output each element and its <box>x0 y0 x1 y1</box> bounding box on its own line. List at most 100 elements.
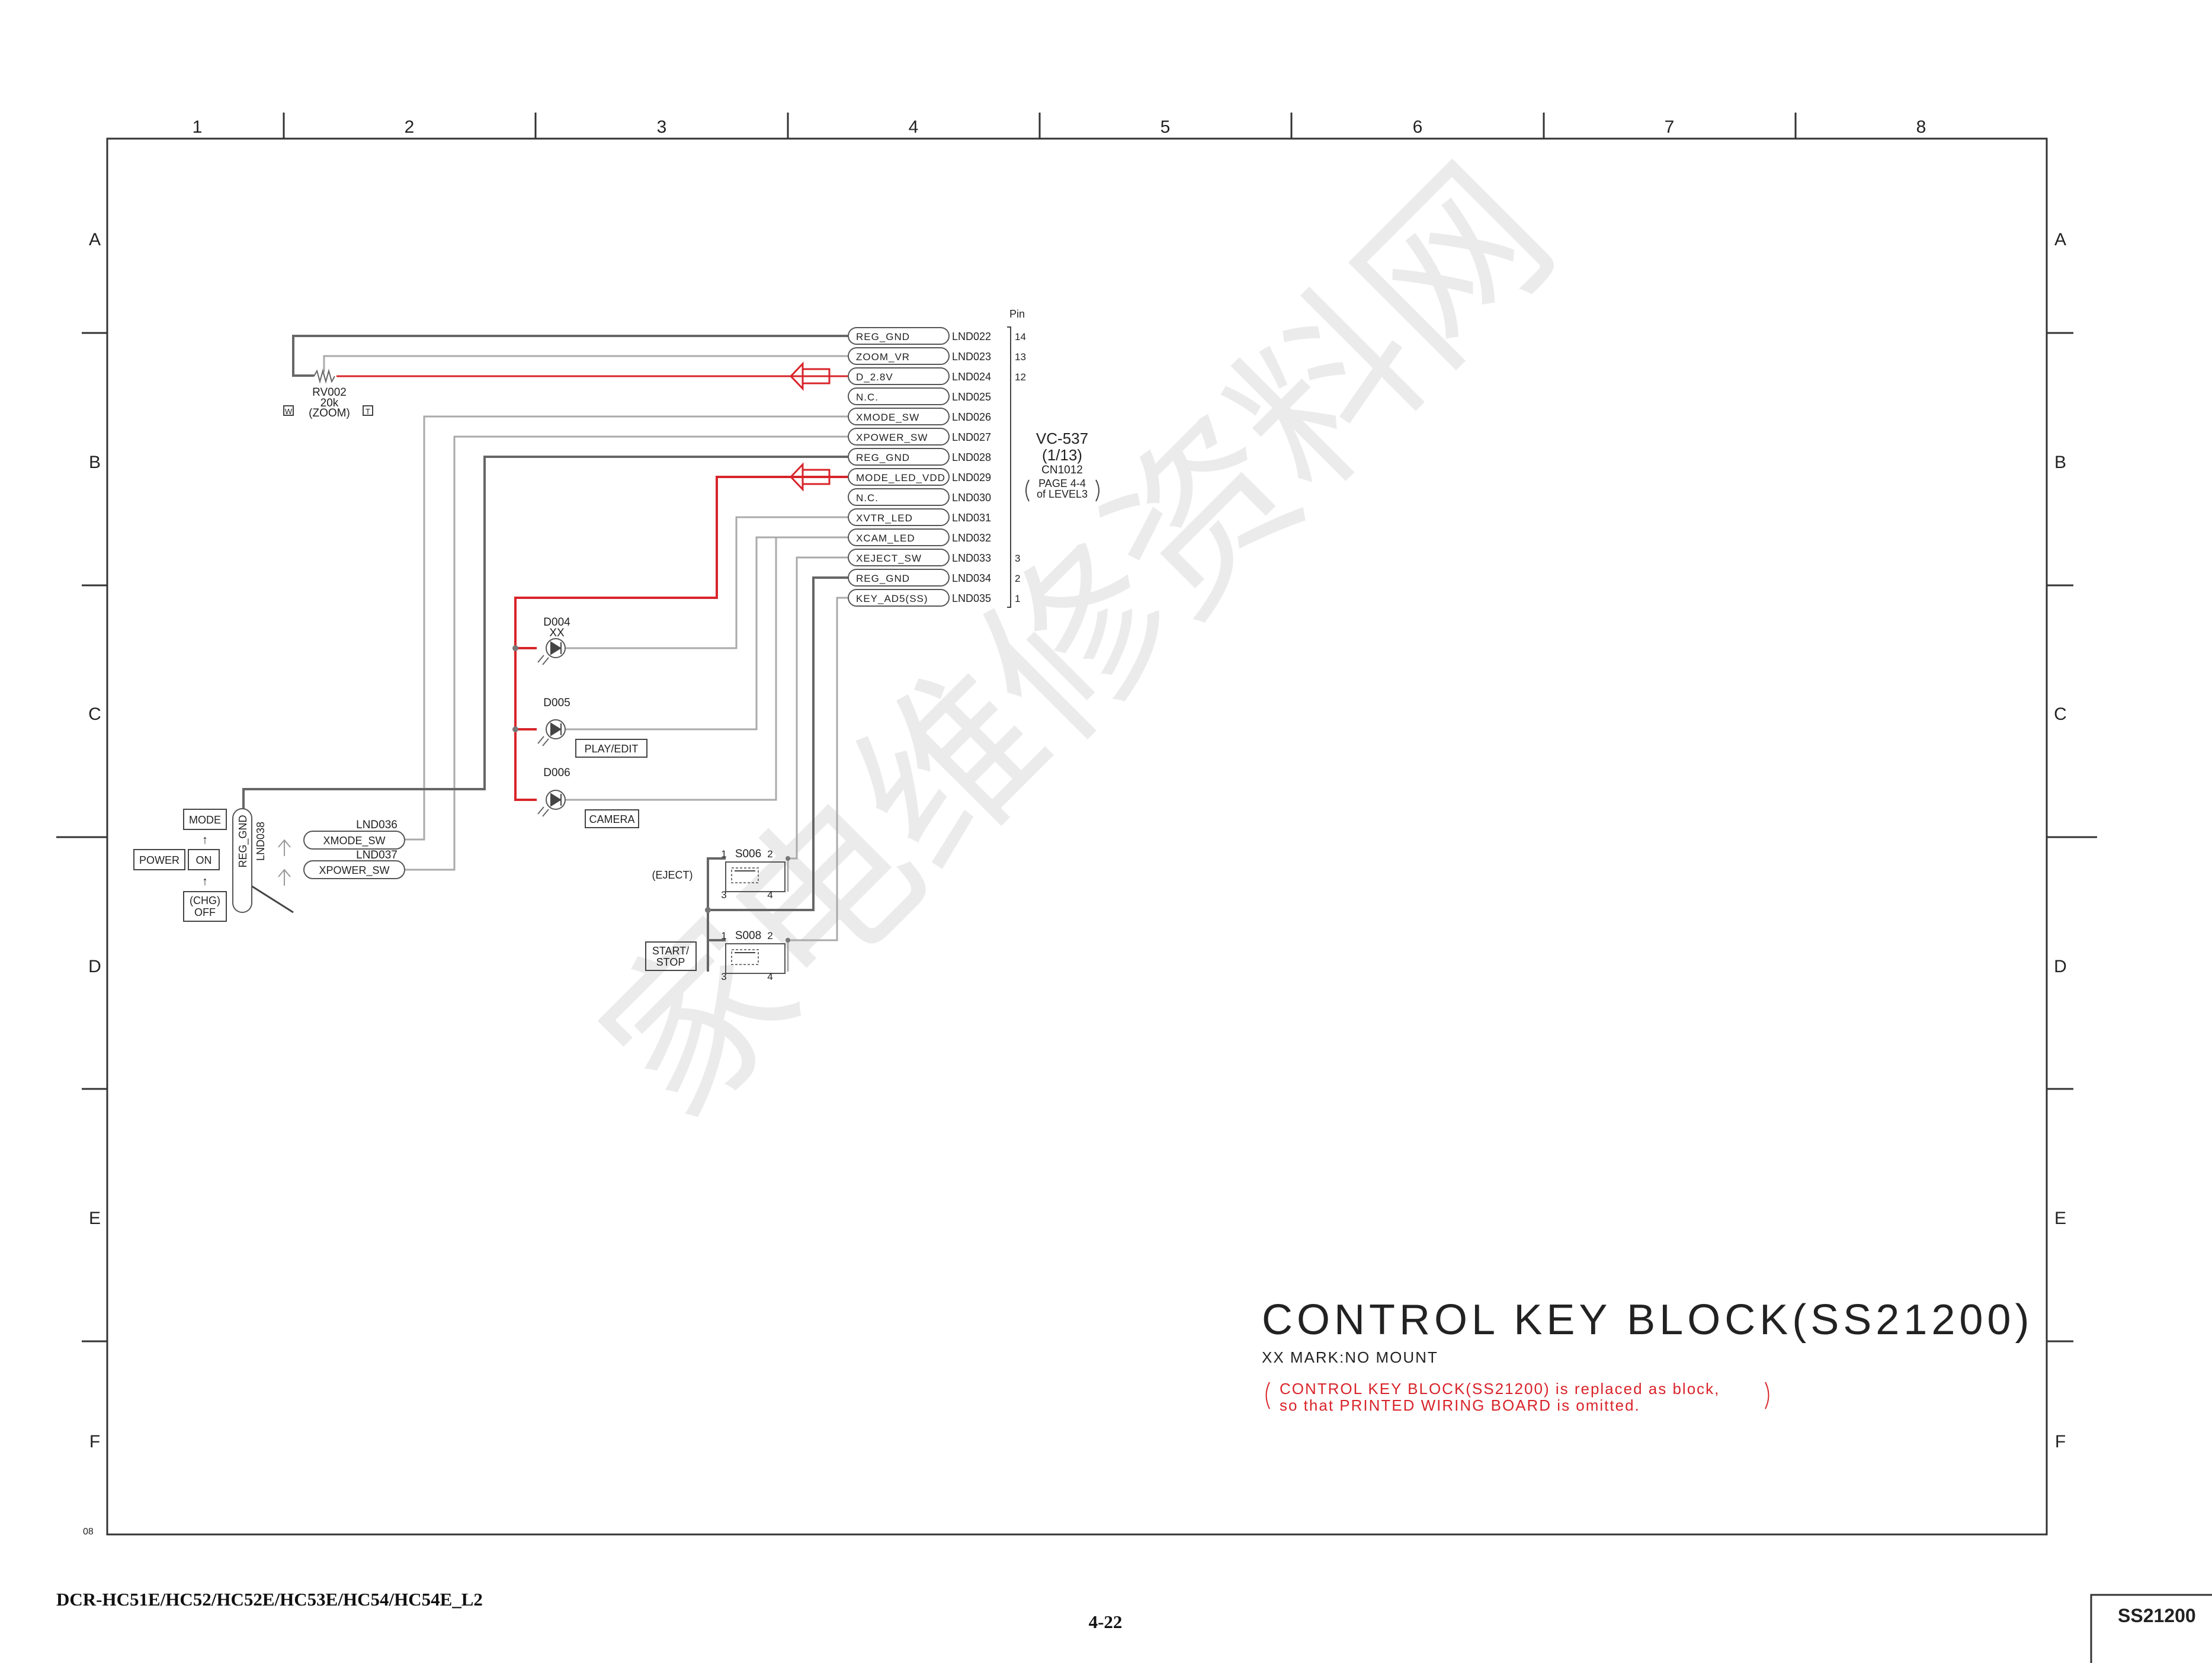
row-label: D <box>88 957 101 976</box>
mode-label: MODE <box>189 814 221 826</box>
power-label: POWER <box>139 854 179 866</box>
footer-code: SS21200 <box>2118 1605 2196 1626</box>
switch-ref: S008 <box>735 930 761 942</box>
connector-pin-land: LND028 <box>952 451 991 463</box>
row-ticks <box>56 332 2097 1342</box>
on-label: ON <box>196 854 212 866</box>
switch-ref: S006 <box>735 848 761 860</box>
switch-label: START/ <box>652 945 689 957</box>
wire-xcam-led-2 <box>566 536 848 801</box>
junction-dots <box>512 645 790 943</box>
led-label: CAMERA <box>589 813 634 825</box>
switch-pin: 1 <box>721 930 726 941</box>
connector-pin-signal: XEJECT_SW <box>856 553 922 564</box>
connector-pin-pill <box>848 589 950 607</box>
wire-reg-gnd-low <box>707 576 848 972</box>
connector-page-paren-l <box>1025 479 1030 502</box>
up-arrow-icon: ↑ <box>202 834 208 847</box>
led-note: XX <box>549 627 565 639</box>
connector-pin-land: LND032 <box>952 532 991 544</box>
col-label: 8 <box>1916 117 1926 137</box>
col-label: 5 <box>1161 117 1171 137</box>
led-ref: D004 <box>543 616 570 629</box>
title-note-2: so that PRINTED WIRING BOARD is omitted. <box>1280 1396 1640 1414</box>
red-arrows <box>789 361 831 492</box>
row-label: B <box>2054 453 2066 472</box>
col-label: 4 <box>909 117 919 137</box>
wire-xcam-led <box>566 536 848 730</box>
rv002-label: (ZOOM) <box>309 407 350 419</box>
connector-pin-signal: KEY_AD5(SS) <box>856 593 928 604</box>
row-label: F <box>2055 1432 2066 1451</box>
row-label: C <box>2054 704 2067 724</box>
led-d004: D004 XX <box>537 616 570 665</box>
connector-pin-number: 13 <box>1015 351 1026 363</box>
row-labels: A B C D E F A B C D E F <box>88 230 2067 1451</box>
rv002-resistor: RV002 20k W (ZOOM) T <box>283 369 373 419</box>
connector-pin-number: 2 <box>1015 573 1020 584</box>
connector-pin-pill <box>848 569 950 587</box>
xmode-sw-label: XMODE_SW <box>323 835 385 847</box>
page-title: CONTROL KEY BLOCK(SS21200) <box>1262 1296 2033 1344</box>
col-label: 2 <box>405 117 415 137</box>
connector-pin-signal: REG_GND <box>856 331 910 342</box>
connector-sheet: (1/13) <box>1042 446 1082 464</box>
row-label: D <box>2054 957 2067 976</box>
lnd037-label: LND037 <box>356 849 397 861</box>
column-ticks <box>283 113 1797 139</box>
connector-pin-number: 12 <box>1015 371 1026 383</box>
rv002-w-terminal: W <box>285 407 293 416</box>
wire-zoom-vr <box>323 355 848 372</box>
switch-pin: 2 <box>767 848 772 860</box>
led-d006: D006 CAMERA <box>537 767 639 828</box>
connector-pin-pill <box>848 468 950 486</box>
connector-bracket <box>1007 326 1011 608</box>
connector-pin-land: LND024 <box>952 371 991 383</box>
rv002-ref: RV002 <box>312 386 347 399</box>
connector-pin-signal: REG_GND <box>856 573 910 584</box>
wire-reg-gnd-mid <box>242 456 848 812</box>
connector-board: VC-537 <box>1036 430 1088 447</box>
switch-s006: (EJECT) 1 S006 2 3 4 <box>652 848 786 901</box>
connector-page2: of LEVEL3 <box>1037 488 1088 500</box>
connector-pin-land: LND033 <box>952 552 991 564</box>
connector-ref: CN1012 <box>1041 464 1083 476</box>
connector-pin-pill <box>848 549 950 566</box>
col-label: 3 <box>657 117 667 137</box>
connector-pin-land: LND026 <box>952 411 991 423</box>
connector-pin-number: 3 <box>1015 553 1020 564</box>
switch-label: STOP <box>656 956 685 968</box>
connector-pin-land: LND035 <box>952 592 991 604</box>
wire-mode-led-vdd <box>514 476 848 801</box>
switch-pin: 4 <box>767 889 772 901</box>
switch-label: (EJECT) <box>652 869 693 881</box>
connector-pin-signal: XVTR_LED <box>856 512 913 524</box>
rv002-value: 20k <box>320 397 339 409</box>
wire-xeject-sw <box>788 556 848 860</box>
lnd038-label: LND038 <box>255 822 267 861</box>
col-label: 7 <box>1665 117 1675 137</box>
connector-pin-signal: REG_GND <box>856 452 910 463</box>
title-block: CONTROL KEY BLOCK(SS21200) XX MARK:NO MO… <box>1262 1296 2033 1414</box>
col-label: 6 <box>1413 117 1423 137</box>
row-label: A <box>2054 230 2066 249</box>
connector-pin-land: LND030 <box>952 492 991 504</box>
off-label: OFF <box>194 906 216 918</box>
col-label: 1 <box>193 117 203 137</box>
rv002-t-terminal: T <box>366 407 370 416</box>
connector-pin-signal: D_2.8V <box>856 371 893 383</box>
connector-pin-number: 1 <box>1015 593 1020 604</box>
connector-pin-pill <box>848 367 950 385</box>
connector-page-paren-r <box>1095 479 1099 502</box>
connector-pin-pill <box>848 327 950 345</box>
connector-pin-pill <box>848 508 950 526</box>
connector-pin-pill <box>848 448 950 466</box>
watermark-text: 家电维修资料网 <box>565 130 1591 1156</box>
connector-pin-land: LND022 <box>952 331 991 342</box>
connector-pin-signal: MODE_LED_VDD <box>856 472 945 483</box>
resistor-zigzag <box>313 369 335 384</box>
wire-xpower-sw <box>405 435 848 871</box>
row-label: B <box>89 453 101 472</box>
arrow-mode-led <box>789 462 831 492</box>
